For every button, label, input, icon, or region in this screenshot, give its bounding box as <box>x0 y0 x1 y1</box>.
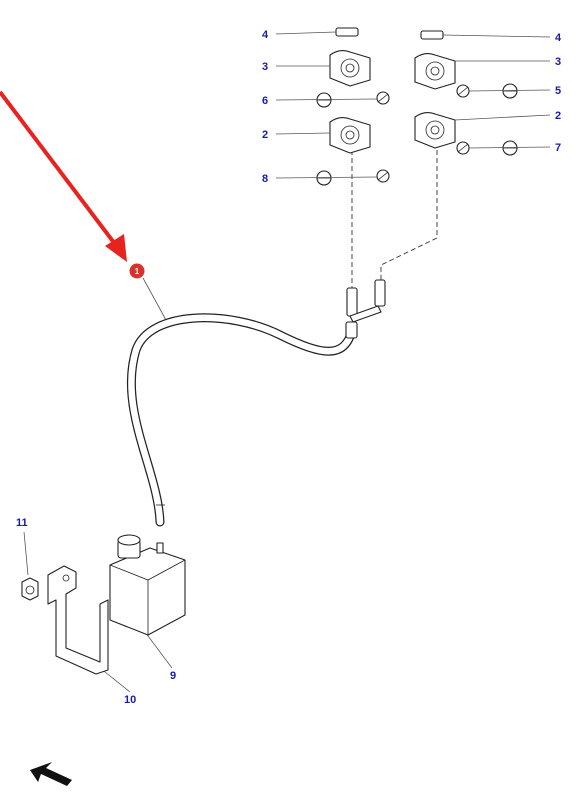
callout-3-right: 3 <box>555 56 561 68</box>
callout-2-right: 2 <box>555 110 561 122</box>
bracket <box>47 565 109 675</box>
callout-4-left: 4 <box>262 29 269 41</box>
routing-lines <box>351 150 438 288</box>
callout-5: 5 <box>555 85 561 97</box>
callout-11: 11 <box>16 517 28 529</box>
highlight-badge: 1 <box>129 263 167 321</box>
reservoir <box>109 534 186 636</box>
callout-9: 9 <box>170 670 176 682</box>
leader-lines <box>23 31 551 693</box>
svg-text:1: 1 <box>135 267 140 276</box>
cap-6 <box>316 91 390 108</box>
callout-8: 8 <box>262 173 268 185</box>
cap-5 <box>456 83 518 99</box>
callout-6: 6 <box>262 95 268 107</box>
callout-2-left: 2 <box>262 129 268 141</box>
nozzle-left-upper <box>329 27 371 87</box>
callout-labels: 4 4 3 3 6 5 2 2 7 8 11 9 10 <box>16 29 562 706</box>
red-pointer-arrow <box>0 90 127 262</box>
callout-10: 10 <box>124 694 136 706</box>
hose <box>126 313 357 527</box>
nut <box>21 577 39 601</box>
orientation-arrow-icon <box>30 762 72 786</box>
nozzle-left-lower <box>329 116 371 154</box>
callout-7: 7 <box>555 142 561 154</box>
nozzle-right-lower <box>414 111 456 149</box>
cap-8 <box>316 169 390 186</box>
t-connector <box>345 279 386 339</box>
cap-7 <box>456 140 518 156</box>
nozzle-right-upper <box>414 30 456 90</box>
callout-4-right: 4 <box>555 32 562 44</box>
callout-3-left: 3 <box>262 61 268 73</box>
